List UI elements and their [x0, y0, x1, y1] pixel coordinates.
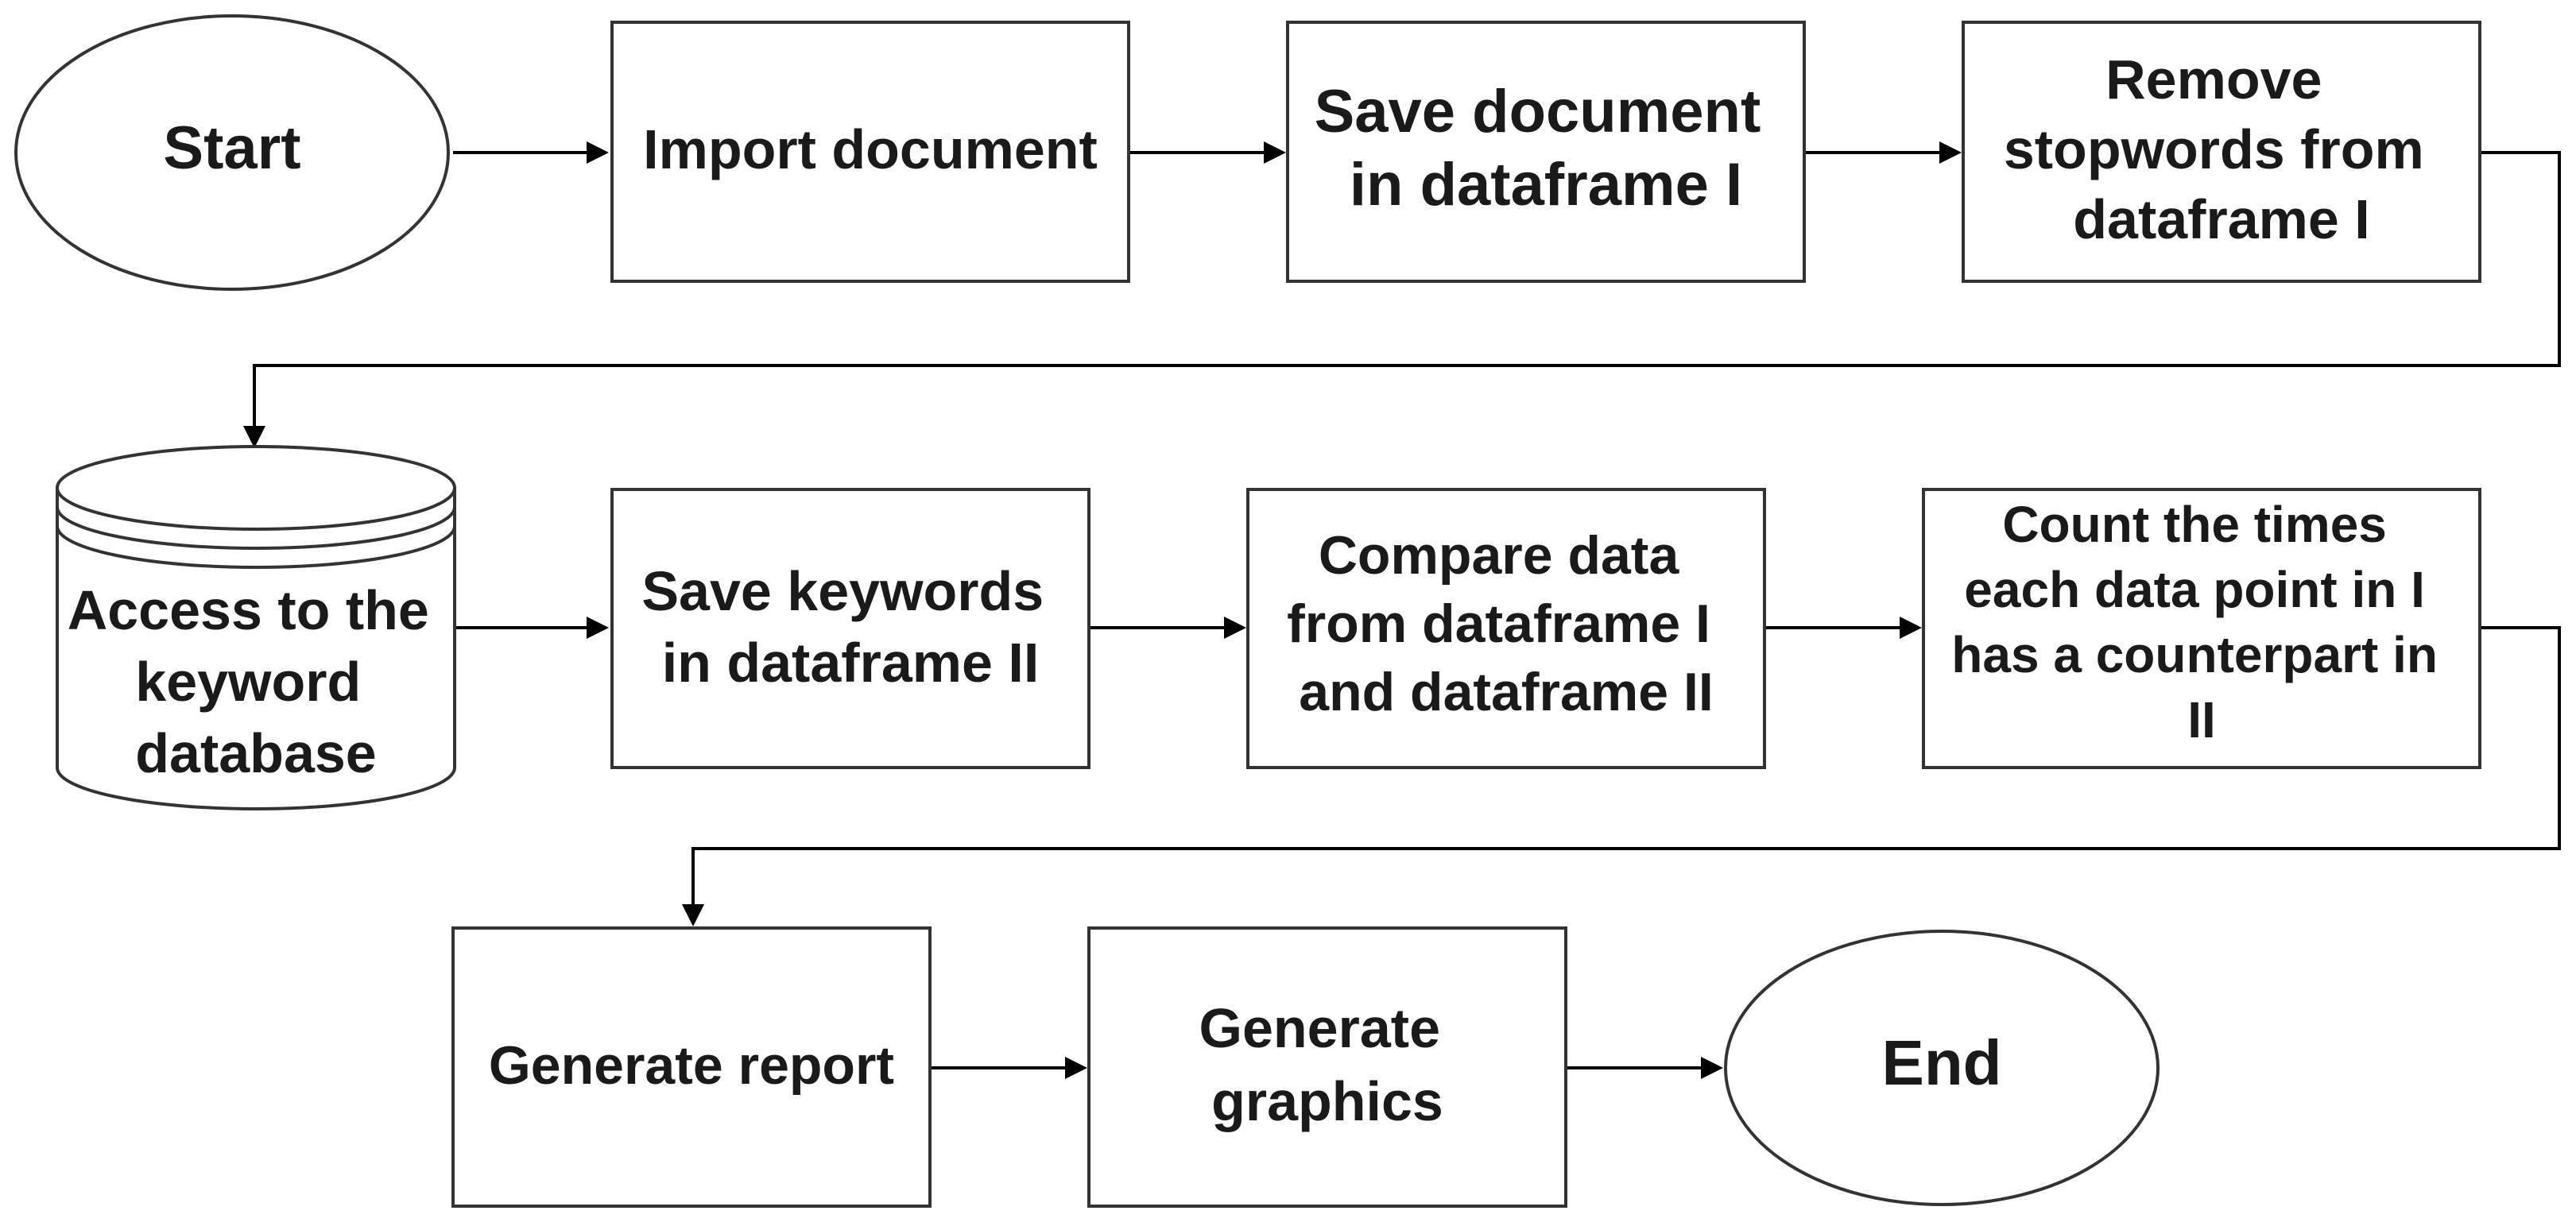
svg-text:Save document in datafra: Save document in dataframe I	[1315, 78, 1778, 219]
arrowhead-icon	[1065, 1057, 1087, 1079]
node-count-times: Count the times each data point in I has…	[1922, 488, 2481, 769]
database-cylinder-body	[56, 445, 456, 810]
access-database-label-line-3: database	[135, 722, 376, 784]
arrowhead-icon	[1701, 1057, 1723, 1079]
node-import-document: Import document	[610, 21, 1130, 283]
end-label: End	[1881, 1027, 2001, 1098]
edge-count-generate-report	[691, 626, 2561, 907]
compare-data-label-line-2: from dataframe I	[1287, 594, 1710, 654]
svg-text:Compare data from datafr: Compare data from dataframe I and datafr…	[1287, 525, 1726, 722]
remove-stopwords-label-line-1: Remove	[2105, 48, 2322, 110]
save-keywords-label-line-1: Save keywords	[641, 560, 1044, 622]
node-access-keyword-database: Access to the keyword database	[56, 445, 456, 810]
remove-stopwords-label-line-2: stopwords from	[2004, 118, 2424, 180]
node-generate-report: Generate report	[451, 926, 932, 1208]
node-end: End	[1724, 930, 2160, 1206]
node-generate-graphics: Generate graphics	[1087, 926, 1567, 1208]
svg-text:Remove stopwords from: Remove stopwords from dataframe I	[2004, 48, 2439, 250]
access-database-label-line-2: keyword	[135, 651, 361, 713]
svg-text:Import document: Import document	[643, 118, 1098, 180]
database-ring-3	[56, 525, 456, 569]
arrowhead-icon	[587, 617, 609, 639]
svg-text:End: End	[1881, 1027, 2001, 1098]
save-keywords-box	[610, 488, 1090, 769]
node-compare-data: Compare data from dataframe I and datafr…	[1246, 488, 1766, 769]
remove-stopwords-label-line-3: dataframe I	[2073, 188, 2369, 250]
arrowhead-icon	[1224, 617, 1246, 639]
remove-stopwords-box	[1962, 21, 2481, 283]
count-times-label-line-1: Count the times	[2002, 496, 2387, 553]
svg-text:Access to the keyword: Access to the keyword database	[68, 579, 445, 784]
count-times-label-line-4: II	[2187, 691, 2216, 748]
count-times-label-line-2: each data point in I	[1964, 561, 2425, 618]
svg-text:Count the times each dat: Count the times each data point in I has…	[1951, 496, 2451, 748]
compare-data-label-line-1: Compare data	[1319, 525, 1680, 586]
start-label: Start	[163, 114, 300, 182]
count-times-box	[1922, 488, 2481, 769]
arrowhead-icon	[1900, 617, 1922, 639]
arrowhead-icon	[682, 904, 704, 926]
import-document-label: Import document	[643, 118, 1098, 180]
arrowhead-icon	[1939, 141, 1962, 164]
generate-graphics-label-line-1: Generate	[1199, 997, 1440, 1059]
svg-text:Generate graphics: Generate graphics	[1199, 997, 1456, 1132]
start-ellipse	[14, 14, 450, 291]
generate-graphics-box	[1087, 926, 1567, 1208]
save-keywords-label-line-2: in dataframe II	[662, 632, 1040, 694]
import-document-box	[610, 21, 1130, 283]
save-document-box	[1286, 21, 1806, 283]
save-document-label-line-2: in dataframe I	[1350, 151, 1742, 219]
generate-report-label: Generate report	[489, 1035, 894, 1096]
compare-data-box	[1246, 488, 1766, 769]
node-start: Start	[14, 14, 450, 291]
node-save-keywords: Save keywords in dataframe II	[610, 488, 1090, 769]
edge-remove-stopwords-access-database	[253, 151, 2561, 429]
database-ring-1	[56, 487, 456, 531]
arrowhead-icon	[243, 426, 265, 448]
svg-text:Start: Start	[163, 114, 300, 182]
node-remove-stopwords: Remove stopwords from dataframe I	[1962, 21, 2481, 283]
compare-data-label-line-3: and dataframe II	[1299, 662, 1714, 722]
connectors	[243, 141, 2561, 1079]
generate-graphics-label-line-2: graphics	[1211, 1070, 1443, 1132]
database-ring-2	[56, 506, 456, 550]
end-ellipse	[1724, 930, 2160, 1206]
node-save-document: Save document in dataframe I	[1286, 21, 1806, 283]
arrowhead-icon	[587, 141, 609, 164]
svg-text:Save keywords in datafra: Save keywords in dataframe II	[641, 560, 1059, 694]
access-database-label-line-1: Access to the	[68, 579, 429, 641]
count-times-label-line-3: has a counterpart in	[1951, 626, 2438, 683]
generate-report-box	[451, 926, 932, 1208]
svg-text:Generate report: Generate report	[489, 1035, 894, 1096]
arrowhead-icon	[1264, 141, 1286, 164]
save-document-label-line-1: Save document	[1315, 78, 1761, 145]
